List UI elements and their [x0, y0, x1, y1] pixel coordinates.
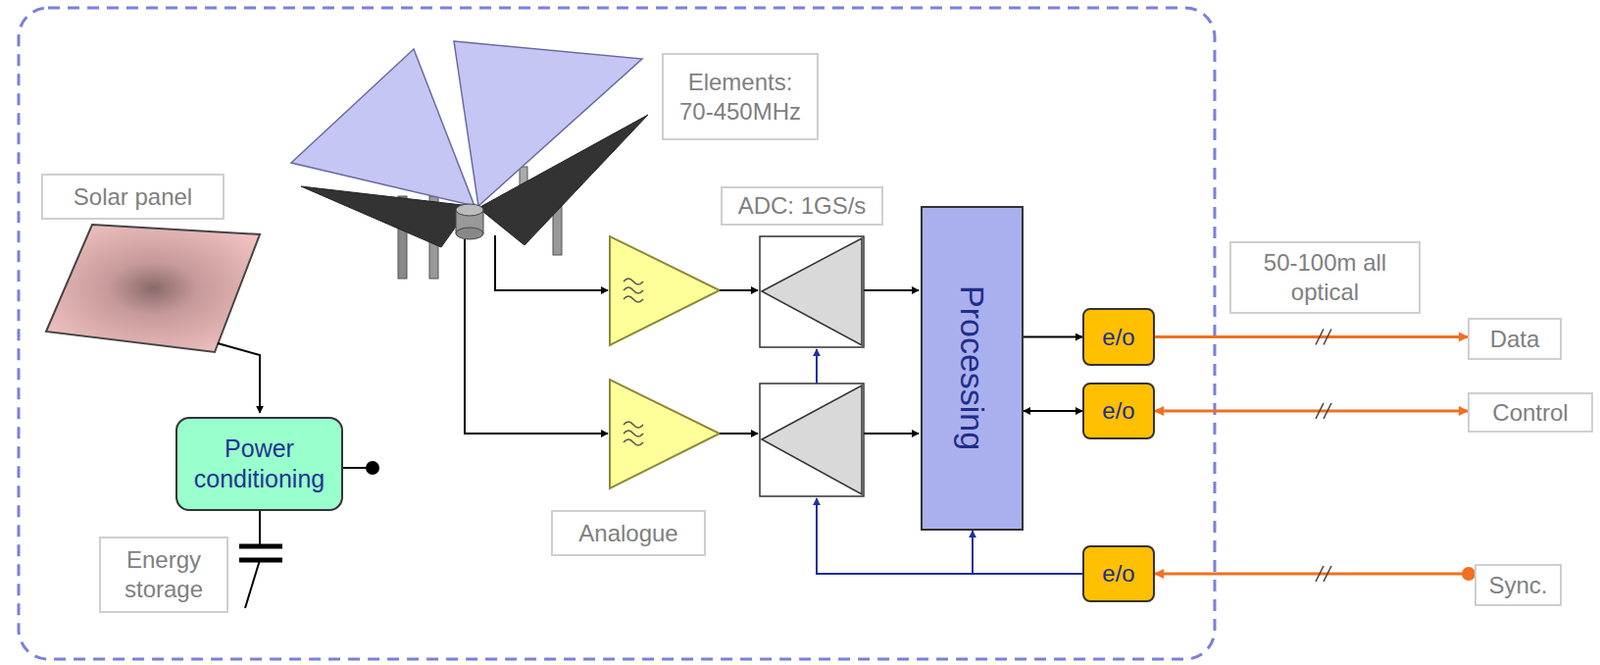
connector: [1023, 336, 1083, 339]
node-text: e/o: [1101, 323, 1135, 351]
node-text: e/o: [1101, 559, 1135, 588]
callout-label: ADC: 1GS/s: [720, 186, 884, 226]
node-text: Energy storage: [108, 545, 219, 604]
signal-wire: [719, 289, 758, 292]
node-text: e/o: [1101, 397, 1135, 425]
antenna-hub: [455, 227, 484, 240]
break-mark: [1323, 402, 1332, 419]
break-mark: [1323, 565, 1332, 582]
antenna-hub: [455, 203, 484, 216]
processing-block: Processing: [920, 205, 1024, 531]
converter-box: e/o: [1082, 307, 1155, 366]
antenna-petal: [300, 186, 471, 248]
antenna-cable: [464, 239, 608, 434]
node-text: 50-100m all optical: [1239, 248, 1411, 307]
antenna-cable: [495, 235, 608, 291]
callout-label: Solar panel: [41, 173, 225, 220]
node-text: Elements: 70-450MHz: [671, 67, 809, 127]
connector: [1154, 409, 1468, 413]
break-mark: [1315, 565, 1324, 582]
node-text: Processing: [952, 285, 992, 450]
connector: [1023, 409, 1083, 412]
filter-symbol: [623, 278, 644, 446]
station-boundary: [18, 7, 1215, 659]
node-text: Control: [1492, 398, 1568, 428]
node-text: Power conditioning: [183, 433, 336, 496]
node-text: Solar panel: [73, 182, 193, 212]
io-label: Data: [1467, 317, 1562, 360]
signal-wire: [719, 432, 758, 435]
adc-symbol: [759, 383, 864, 497]
callout-label: Analogue: [550, 509, 706, 556]
connector: [972, 530, 1083, 574]
node-text: Sync.: [1488, 570, 1548, 600]
antenna-petal: [478, 114, 649, 246]
amplifier-symbol: [609, 236, 720, 346]
converter-box: e/o: [1082, 382, 1155, 440]
break-mark: [1315, 329, 1324, 346]
amplifier-symbol: [609, 379, 720, 489]
storage-wire: [258, 510, 261, 547]
callout-label: Elements: 70-450MHz: [661, 52, 819, 141]
ground-wire: [245, 559, 260, 608]
break-mark: [1323, 329, 1332, 346]
adc-symbol: [761, 385, 862, 495]
connector: [1154, 335, 1468, 339]
io-label: Sync.: [1474, 563, 1562, 606]
signal-wire: [863, 432, 919, 435]
callout-label: 50-100m all optical: [1229, 241, 1421, 314]
node-text: Data: [1490, 324, 1541, 354]
source-dot: [1461, 566, 1476, 581]
power-wire: [217, 343, 260, 413]
callout-label: Energy storage: [99, 536, 229, 613]
power-output-wire: [341, 466, 367, 469]
antenna-petal: [291, 49, 475, 206]
signal-wire: [863, 289, 919, 292]
connector: [1154, 572, 1475, 576]
io-label: Control: [1467, 392, 1594, 433]
capacitor-plate: [239, 544, 283, 550]
process-box: Power conditioning: [175, 416, 344, 511]
solar-panel: [46, 224, 260, 352]
power-terminal: [365, 460, 380, 475]
clock-wire: [815, 349, 818, 384]
converter-box: e/o: [1082, 545, 1155, 602]
node-text: ADC: 1GS/s: [738, 191, 867, 221]
break-mark: [1315, 402, 1324, 419]
adc-symbol: [759, 236, 864, 348]
adc-symbol: [761, 238, 862, 346]
capacitor-plate: [239, 557, 283, 563]
node-text: Analogue: [578, 518, 678, 549]
